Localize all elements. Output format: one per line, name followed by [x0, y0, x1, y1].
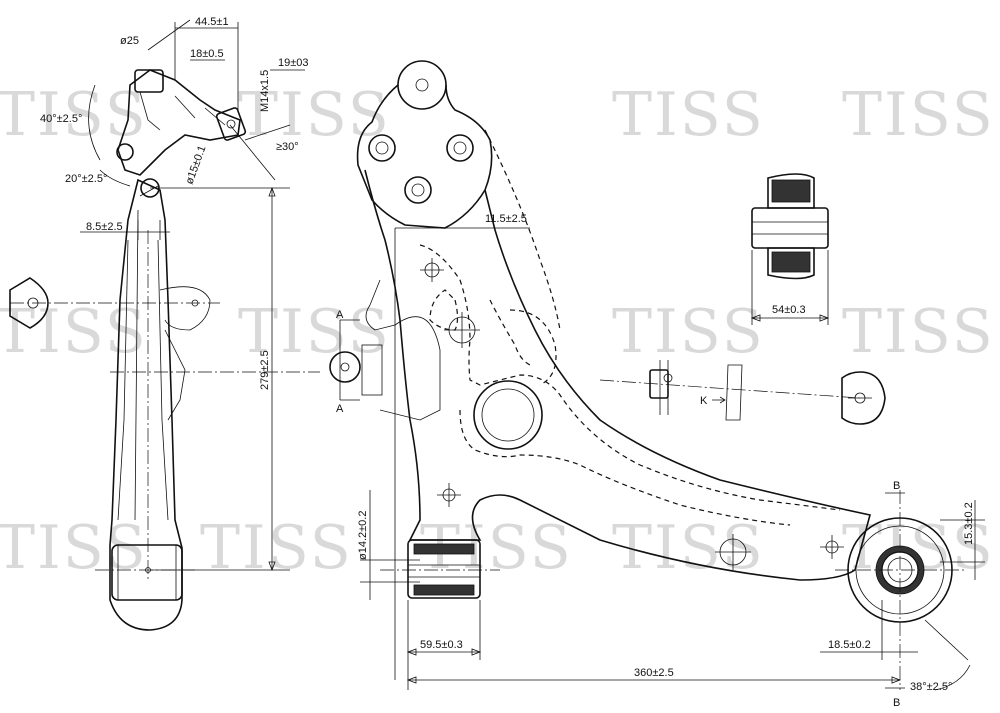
dim-360: 360±2.5 [634, 667, 674, 679]
dim-19: 19±03 [278, 57, 309, 69]
dim-11-5: 11.5±2.5 [485, 213, 527, 225]
watermark-text: TISS [238, 297, 391, 367]
dim-angle-30: ≥30° [276, 141, 299, 153]
section-b-top-label: B [893, 480, 900, 492]
bolt-left [368, 134, 396, 162]
watermark-text: TISS [238, 80, 391, 150]
dim-54: 54±0.3 [772, 304, 806, 316]
side-view: 279±2.5 8.5±2.5 40°±2.5° 20°±2.5° 44.5±1… [9, 16, 320, 631]
section-b-bottom-label: B [893, 697, 900, 709]
dim-angle-40: 40°±2.5° [40, 113, 82, 125]
view-k: K [599, 360, 886, 425]
dim-59-5: 59.5±0.3 [420, 639, 463, 651]
watermark-text: TISS [0, 297, 148, 367]
dim-m14: M14x1.5 [259, 70, 271, 112]
dim-d15: ø15±0.1 [184, 144, 209, 186]
dim-279: 279±2.5 [259, 350, 271, 390]
watermark-text: TISS [0, 513, 148, 583]
dim-18-5: 18.5±0.2 [828, 639, 871, 651]
watermark-text: TISS [200, 513, 353, 583]
watermark-text: TISS [612, 80, 765, 150]
dim-18: 18±0.5 [190, 48, 224, 60]
section-a-bottom-label: A [336, 403, 344, 415]
dim-angle-20: 20°±2.5° [65, 173, 107, 185]
main-view: A A B B 11.5±2.5 ø14.2±0.2 59.5±0.3 360±… [329, 60, 985, 709]
bolt-right [446, 134, 474, 162]
dim-8-5: 8.5±2.5 [86, 221, 123, 233]
watermark-text: TISS [612, 297, 765, 367]
dim-angle-38: 38°±2.5° [910, 681, 952, 693]
bushing-detail: 54±0.3 [750, 173, 830, 325]
front-bushing [407, 539, 481, 599]
watermark-text: TISS [842, 80, 995, 150]
bolt-lower [404, 176, 432, 204]
watermark-text: TISS [842, 297, 995, 367]
dim-d25: ø25 [120, 35, 139, 47]
section-a-top-label: A [336, 309, 344, 321]
dim-44-5: 44.5±1 [195, 16, 229, 28]
view-k-label: K [700, 395, 708, 407]
dim-d14-2: ø14.2±0.2 [357, 511, 369, 560]
dim-15-3: 15.3±0.2 [963, 502, 975, 545]
